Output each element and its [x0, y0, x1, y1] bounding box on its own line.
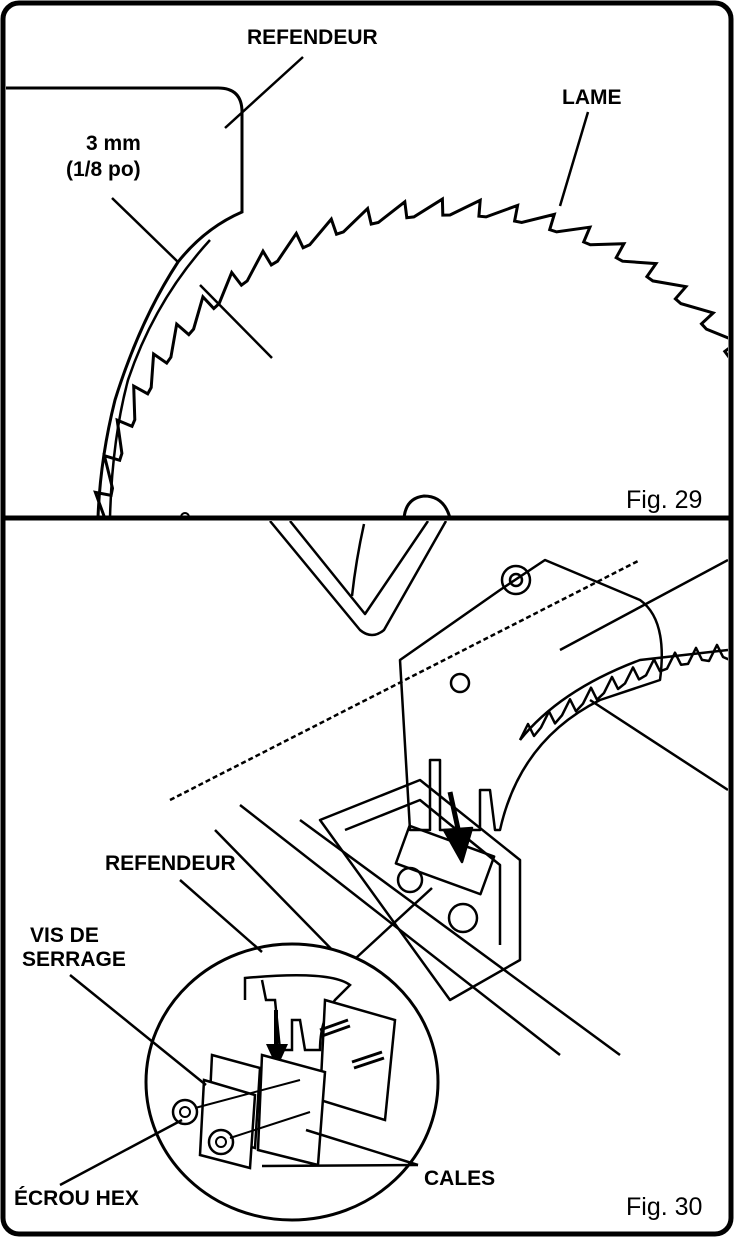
leader-riving-knife-fig29	[224, 56, 304, 129]
riving-knife-fig30	[398, 558, 664, 832]
label-shims: CALES	[424, 1167, 495, 1190]
leader-gap-1	[111, 197, 179, 263]
table-far-edge-2	[559, 558, 728, 652]
detail-inset	[144, 942, 440, 1222]
insert-arrow-main-head	[442, 826, 474, 864]
inset-arrow-head	[266, 1044, 288, 1068]
inset-hex-nut-2	[207, 1128, 235, 1156]
throat-opening	[318, 778, 522, 1002]
label-blade: LAME	[562, 86, 622, 109]
clamp-nut-2	[447, 902, 479, 934]
label-riving-knife-fig30: REFENDEUR	[105, 852, 236, 875]
upper-guard	[269, 521, 448, 637]
label-gap-inch: (1/8 po)	[66, 158, 141, 181]
table-far-edge	[589, 698, 728, 792]
leader-clamp-screw	[69, 974, 207, 1086]
pivot-bolt	[500, 564, 532, 596]
saw-blade-fig29	[93, 196, 728, 516]
inset-leader	[355, 887, 433, 959]
inset-hex-nut-1	[171, 1098, 199, 1126]
leader-riving-knife-fig30	[179, 879, 263, 953]
clamp-nut-1	[396, 866, 424, 894]
figure-29-label: Fig. 29	[626, 486, 702, 514]
riving-knife-fig29	[6, 86, 244, 516]
leader-hex-nut	[59, 1118, 183, 1187]
label-clamp-screw-1: VIS DE	[30, 924, 99, 947]
inset-threaded-stud-2	[351, 1050, 385, 1070]
figure-30-label: Fig. 30	[626, 1193, 702, 1221]
leader-shim-1	[261, 1163, 419, 1168]
label-hex-nut: ÉCROU HEX	[14, 1187, 139, 1210]
blade-inner-edge	[108, 239, 211, 516]
inset-bolt-line	[194, 1079, 311, 1139]
inset-hex-nut-2-hole	[215, 1136, 227, 1148]
inset-hex-nut-1-hole	[179, 1106, 191, 1118]
figure-29: REFENDEUR LAME 3 mm (1/8 po) Fig. 29	[6, 26, 728, 516]
arbor-hole-detail	[180, 512, 190, 516]
label-riving-knife-fig29: REFENDEUR	[247, 26, 378, 49]
leader-blade	[558, 111, 590, 207]
inset-clamp-plate-front	[256, 1053, 327, 1167]
inset-threaded-stud-1	[319, 1018, 351, 1038]
saw-blade-teeth-fig30	[518, 643, 728, 741]
arbor-boss-detail	[402, 494, 451, 516]
figure-30: REFENDEUR VIS DE SERRAGE CALES ÉCROU HEX…	[14, 521, 728, 1222]
upper-guard-inner	[289, 521, 430, 616]
mount-screw	[449, 672, 471, 694]
leader-gap-2	[199, 284, 273, 359]
table-slot-line-2	[299, 818, 621, 1057]
guard-detail	[350, 523, 366, 597]
pivot-bolt-inner	[508, 572, 524, 588]
label-gap-mm: 3 mm	[86, 132, 141, 155]
leader-shim-2	[305, 1128, 419, 1167]
label-clamp-screw-2: SERRAGE	[22, 948, 126, 971]
